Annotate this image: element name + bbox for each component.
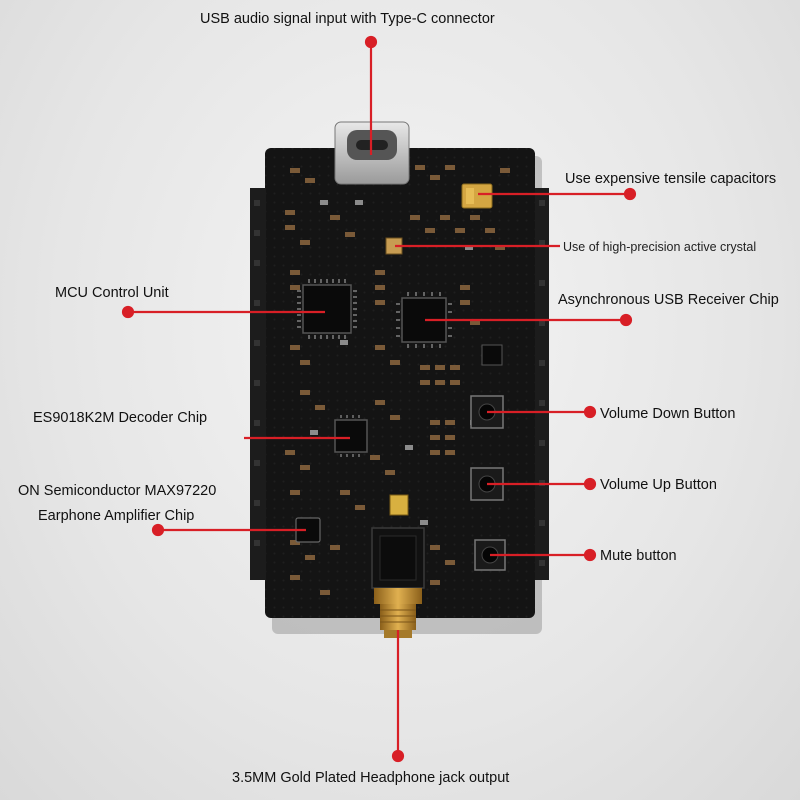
tensile-capacitor: [461, 183, 493, 209]
mcu-chip: [297, 279, 357, 339]
label-crystal: Use of high-precision active crystal: [563, 240, 757, 254]
label-decoder: ES9018K2M Decoder Chip: [33, 410, 208, 426]
label-amp-line2: Earphone Amplifier Chip: [38, 508, 195, 524]
label-capacitors: Use expensive tensile capacitors: [565, 171, 777, 187]
label-mute: Mute button: [600, 548, 677, 564]
label-jack: 3.5MM Gold Plated Headphone jack output: [232, 770, 510, 786]
pcb-body: [250, 148, 549, 618]
label-vol-down: Volume Down Button: [600, 406, 736, 422]
label-usb-receiver: Asynchronous USB Receiver Chip: [558, 292, 779, 308]
smd-components: [285, 165, 510, 595]
decoder-chip: [334, 415, 368, 457]
label-usb-input: USB audio signal input with Type-C conne…: [200, 11, 495, 27]
callout-lines: [121, 35, 637, 763]
label-vol-up: Volume Up Button: [600, 477, 717, 493]
label-amp-line1: ON Semiconductor MAX97220: [18, 483, 217, 499]
label-mcu: MCU Control Unit: [55, 285, 169, 301]
regulator-chip: [481, 344, 503, 366]
tantalum-capacitor: [389, 494, 409, 516]
headphone-jack: [371, 527, 425, 638]
